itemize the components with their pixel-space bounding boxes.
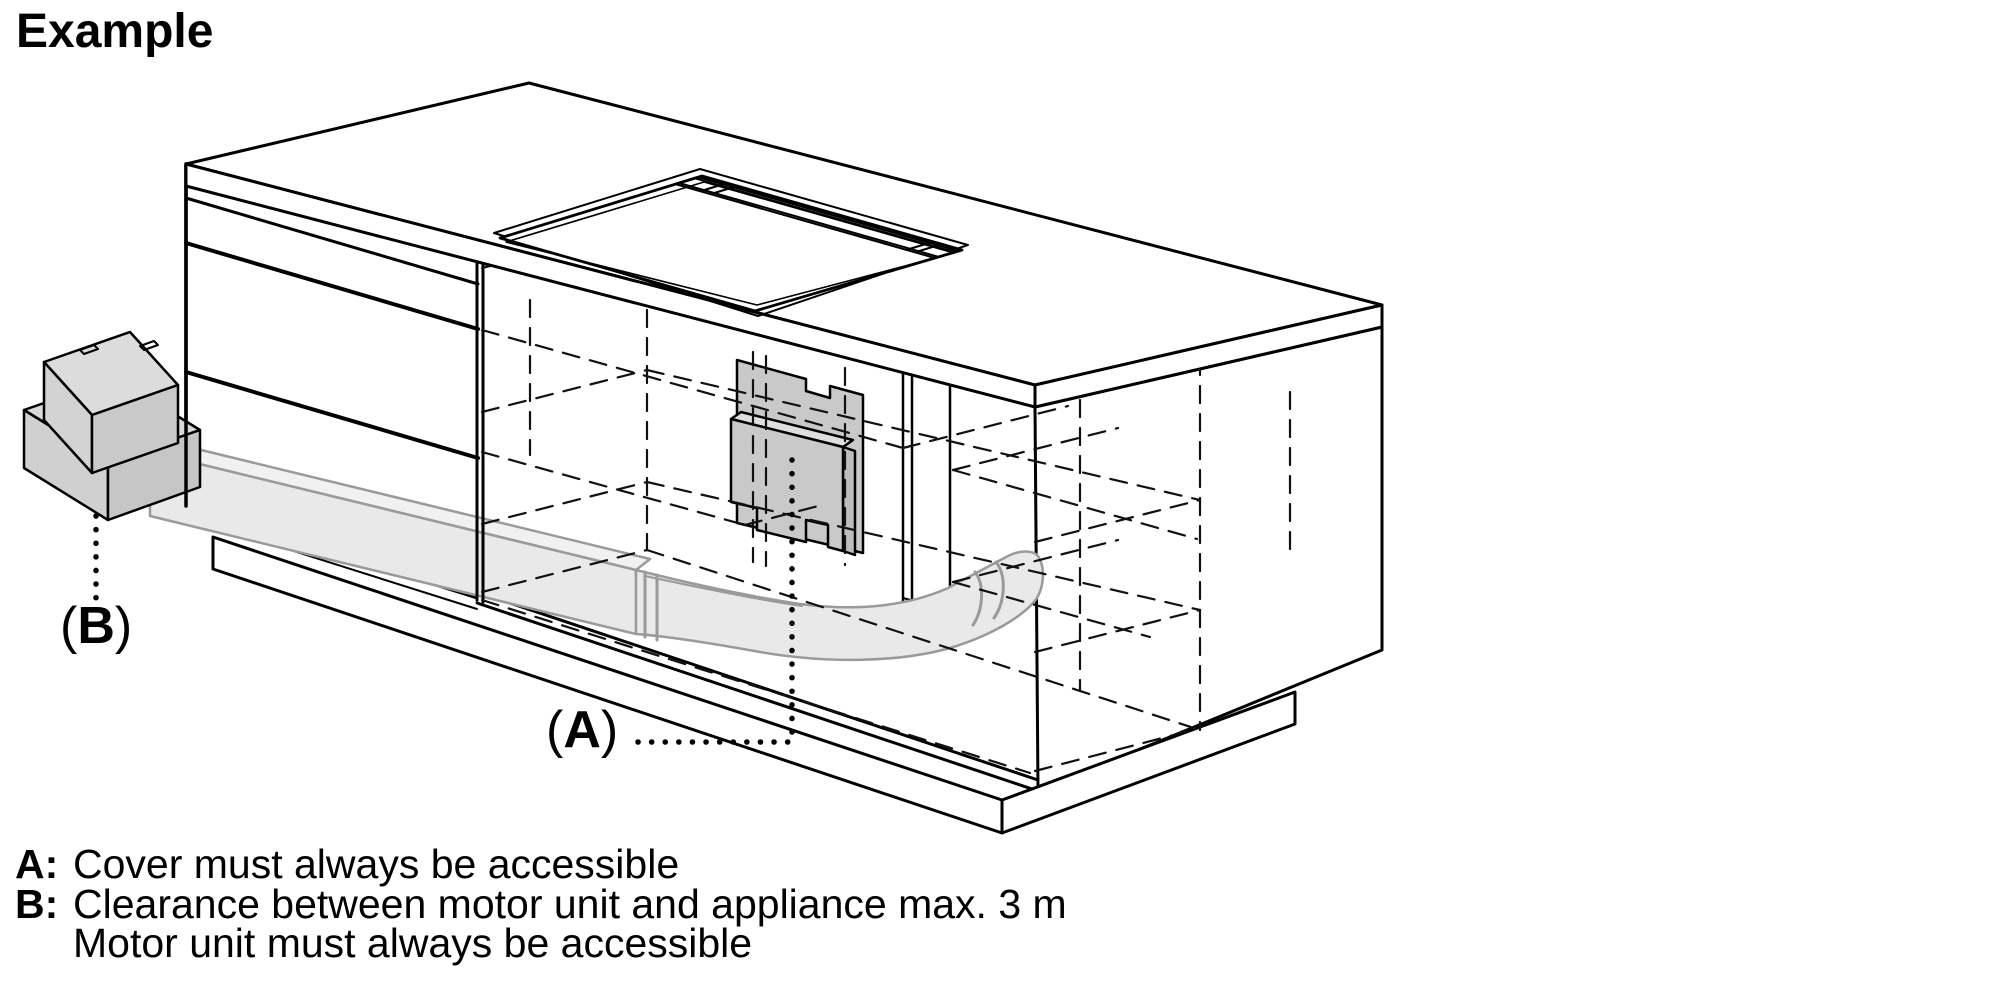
caption-text-a: Cover must always be accessible <box>73 841 680 887</box>
caption-text-b: Clearance between motor unit and applian… <box>73 880 1067 927</box>
cover-front-panel <box>729 410 857 557</box>
downdraft-chimney <box>901 370 952 627</box>
caption-prefix-a: A: <box>15 841 59 887</box>
caption-text-b2: Motor unit must always be accessible <box>73 920 753 966</box>
cabinet-base <box>184 504 1297 835</box>
caption-row-b: B: Clearance between motor unit and appl… <box>15 880 1067 927</box>
caption-row-a: A: Cover must always be accessible <box>15 841 1067 887</box>
caption: A: Cover must always be accessible B: Cl… <box>15 841 1067 966</box>
caption-prefix-b: B: <box>15 880 59 927</box>
label-a-letter: A <box>563 701 601 759</box>
page-title: Example <box>16 5 214 58</box>
label-b: (B) <box>60 600 132 652</box>
label-a-close: ) <box>600 701 619 759</box>
vent-strip <box>674 176 959 259</box>
label-a-open: ( <box>546 701 564 759</box>
duct-elbow <box>634 550 1045 662</box>
cooktop <box>493 168 969 317</box>
label-b-open: ( <box>60 597 78 655</box>
cabinet-front-edges <box>184 162 485 604</box>
cabinet-right-end-panel <box>1033 325 1384 793</box>
caption-prefix-b2 <box>15 924 73 964</box>
label-b-letter: B <box>77 597 115 655</box>
connecting-duct <box>148 439 1045 662</box>
caption-row-b2: Motor unit must always be accessible <box>15 920 1067 966</box>
motor-unit <box>22 330 202 522</box>
label-a: (A) <box>546 704 618 756</box>
leader-line-a <box>635 457 795 745</box>
label-b-close: ) <box>114 597 133 655</box>
